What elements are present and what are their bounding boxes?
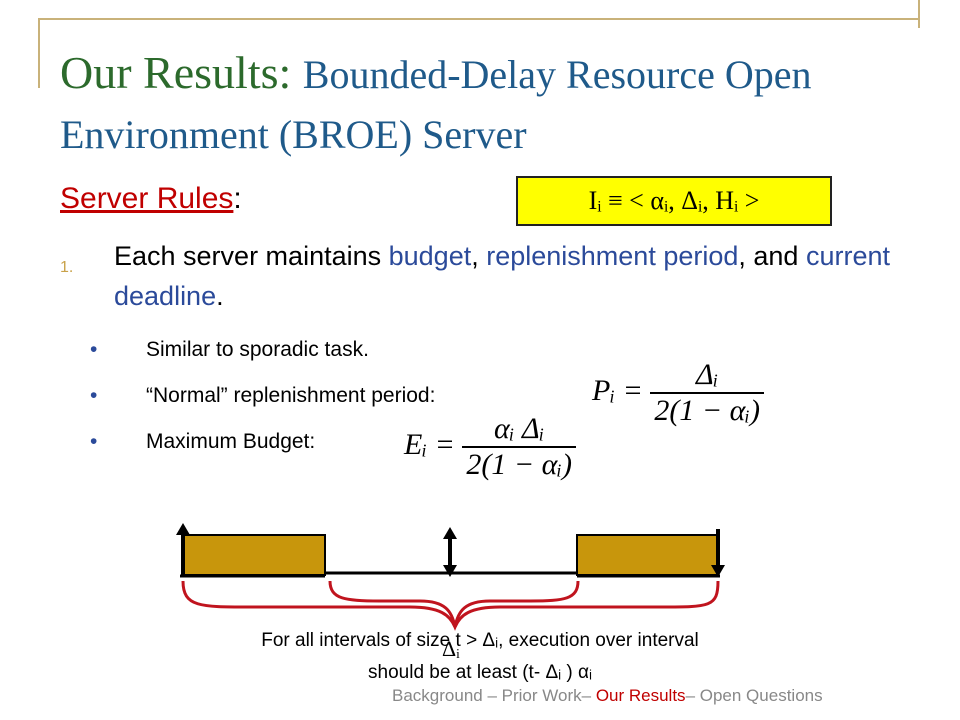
formula-e-lhs: Eᵢ = <box>404 427 455 461</box>
formula-e-denominator: 2(1 − αᵢ) <box>466 448 573 481</box>
execution-block-right <box>576 534 718 576</box>
footer-open-questions[interactable]: Open Questions <box>699 686 823 705</box>
outer-brace <box>181 580 720 631</box>
double-arrow-bottom-head <box>443 565 457 577</box>
formula-p-fraction: Δᵢ 2(1 − αᵢ) <box>650 358 765 428</box>
decorative-right-line <box>918 0 920 28</box>
rule-comma: , <box>471 241 487 271</box>
bullet-text: Similar to sporadic task. <box>146 338 369 361</box>
diagram-caption-line-1: For all intervals of size t > Δᵢ, execut… <box>261 630 699 651</box>
bullet-item: • Similar to sporadic task. <box>90 338 369 362</box>
rule-text: Each server maintains budget, replenishm… <box>114 236 900 316</box>
footer-sep: – <box>581 686 596 705</box>
diagram-caption-line-2: should be at least (t- Δᵢ ) αᵢ <box>368 662 592 683</box>
formula-max-budget: Eᵢ = αᵢ Δᵢ 2(1 − αᵢ) <box>404 412 577 482</box>
server-rules-heading: Server Rules: <box>60 182 242 216</box>
bullet-item: • “Normal” replenishment period: <box>90 384 435 408</box>
timeline-diagram <box>176 523 725 631</box>
execution-block-left <box>182 534 326 576</box>
notation-box: Iᵢ ≡ < αᵢ, Δᵢ, Hᵢ > <box>516 176 832 226</box>
slide-title: Our Results: Bounded-Delay Resource Open… <box>60 44 940 164</box>
inner-brace <box>328 580 580 628</box>
formula-e-fraction: αᵢ Δᵢ 2(1 − αᵢ) <box>462 412 577 482</box>
title-subtitle: Bounded-Delay Resource Open Environment … <box>60 52 812 157</box>
rule-period: . <box>216 281 224 311</box>
rule-item-1: 1. Each server maintains budget, repleni… <box>60 236 900 316</box>
footer-sep: – <box>685 686 700 705</box>
deadline-arrow-left-head <box>176 523 190 535</box>
footer-our-results[interactable]: Our Results <box>595 686 686 705</box>
server-rules-label: Server Rules <box>60 182 234 215</box>
formula-p-lhs: Pᵢ = <box>592 373 643 407</box>
rule-text-a: Each server maintains <box>114 241 389 271</box>
budget-term: budget <box>388 241 472 271</box>
bullet-text: “Normal” replenishment period: <box>146 384 436 407</box>
decorative-left-line <box>38 18 40 88</box>
release-arrow-right-head <box>711 565 725 577</box>
replenishment-period-term: replenishment period <box>486 241 739 271</box>
footer-sep: – <box>482 686 502 705</box>
rule-number: 1. <box>60 259 74 276</box>
server-rules-colon: : <box>233 182 242 215</box>
footer-prior-work[interactable]: Prior Work <box>501 686 582 705</box>
bullet-item: • Maximum Budget: <box>90 430 315 454</box>
bullet-text: Maximum Budget: <box>146 430 316 453</box>
bullet-symbol: • <box>90 430 98 453</box>
bullet-symbol: • <box>90 338 98 361</box>
rule-and: , and <box>738 241 806 271</box>
double-arrow-top-head <box>443 527 457 539</box>
formula-replenishment-period: Pᵢ = Δᵢ 2(1 − αᵢ) <box>592 358 765 428</box>
decorative-top-line <box>38 18 918 20</box>
title-main: Our Results: <box>60 47 292 98</box>
brace-label: Δᵢ <box>442 636 460 661</box>
formula-p-denominator: 2(1 − αᵢ) <box>654 394 761 427</box>
bullet-symbol: • <box>90 384 98 407</box>
formula-p-numerator: Δᵢ <box>650 358 765 394</box>
formula-e-numerator: αᵢ Δᵢ <box>462 412 577 448</box>
current-deadline-term: current deadline <box>114 241 890 311</box>
footer-nav: Background – Prior Work– Our Results– Op… <box>392 686 823 706</box>
footer-background[interactable]: Background <box>392 686 483 705</box>
